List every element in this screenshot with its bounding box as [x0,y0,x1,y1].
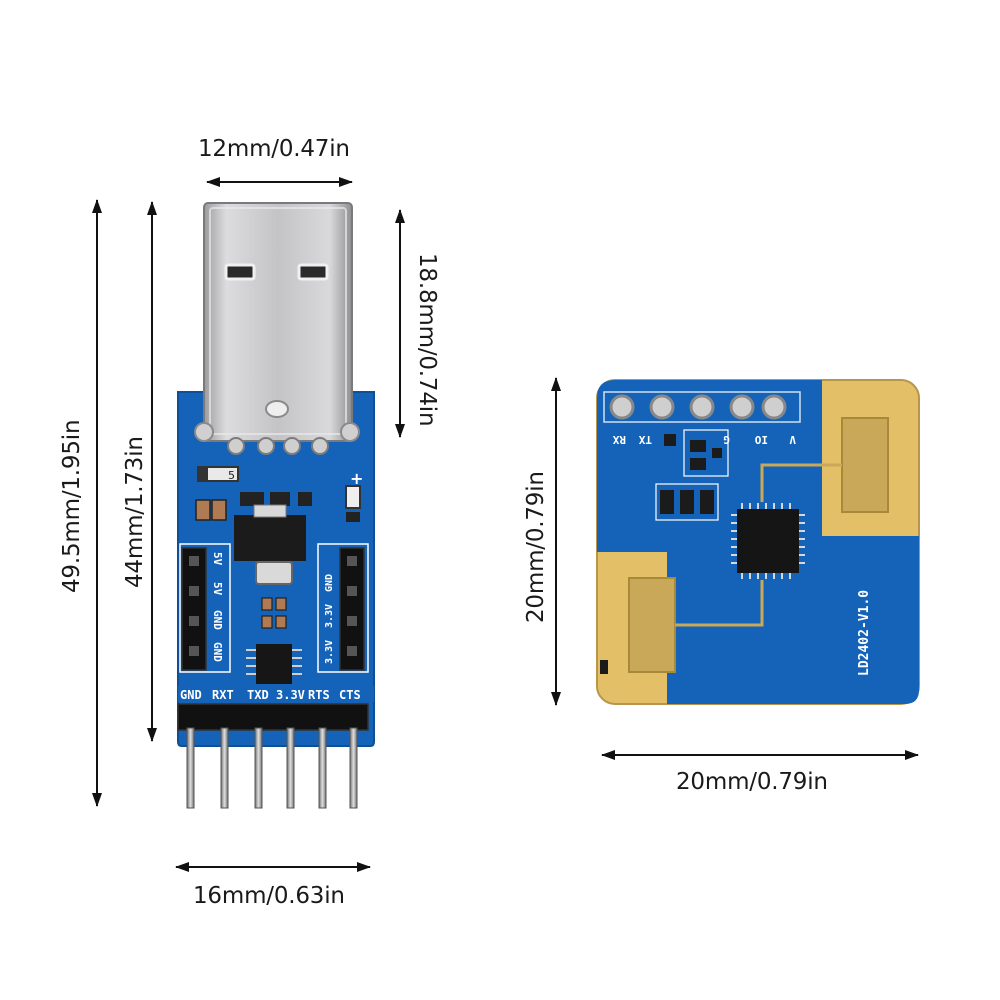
bottom-label-rxt: RXT [212,688,234,702]
radar-pin-g: G [723,433,730,446]
radar-pin-tx: TX [638,433,652,446]
radar-module: V IO G TX RX [596,379,920,705]
bottom-label-gnd: GND [180,688,202,702]
usb-latch-hole-right [297,263,329,281]
total-length-label: 49.5mm/1.95in [59,419,85,593]
radar-pin-v: V [789,433,796,446]
usb-plug-length-label: 18.8mm/0.74in [414,253,440,427]
bottom-label-txd: TXD [247,688,269,702]
board-width-label: 16mm/0.63in [193,883,345,909]
left-label-1: 5V [211,552,224,566]
board-length-label: 44mm/1.73in [122,436,148,588]
antenna-patch-rx [628,577,676,673]
radar-pin-labels: V IO G TX RX [612,433,796,446]
ch340-chip [256,644,292,684]
right-label-2: 3.3V [324,604,335,628]
bottom-header-labels: GND RXT TXD 3.3V RTS CTS [180,688,361,702]
usb-width-label: 12mm/0.47in [198,136,350,162]
radar-pin-holes [609,394,787,420]
led-marking: 5 [228,469,235,482]
right-label-1: 3.3V [324,640,335,664]
radar-model-marking: LD2402-V1.0 [857,590,872,676]
bottom-label-3v3: 3.3V [276,688,305,702]
radar-ic [737,509,799,573]
radar-width-label: 20mm/0.79in [676,769,828,795]
antenna-patch-tx [841,417,889,513]
bottom-label-cts: CTS [339,688,361,702]
radar-pin-rx: RX [612,433,626,446]
usb-plug-shell [203,202,353,442]
usb-ttl-module: 5 + [177,202,375,809]
radar-pin-io: IO [754,433,768,446]
radar-height-label: 20mm/0.79in [523,471,549,623]
bottom-pins [186,727,358,809]
right-label-3: GND [324,574,335,592]
plus-marking: + [350,469,363,488]
left-label-2: 5V [211,582,224,596]
left-label-3: GND [211,610,224,630]
usb-latch-hole-left [224,263,256,281]
bottom-pin-header [177,703,369,731]
voltage-regulator [234,515,306,561]
left-label-4: GND [211,642,224,662]
bottom-label-rts: RTS [308,688,330,702]
